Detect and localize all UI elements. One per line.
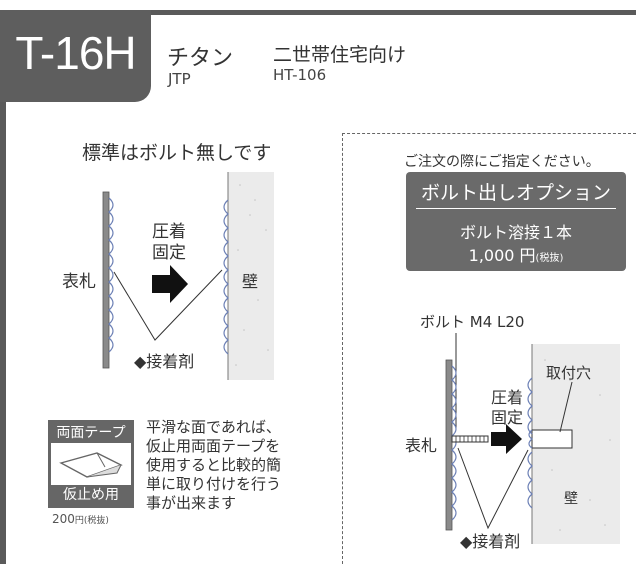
wall-adhesive-lower	[527, 451, 533, 509]
tape-price-unit: 円(税抜)	[74, 516, 109, 526]
option-price-note: (税抜)	[535, 253, 564, 264]
material-code: JTP	[168, 70, 191, 88]
option-divider	[416, 208, 616, 209]
press-label-right-2: 固定	[491, 408, 524, 427]
standard-heading: 標準はボルト無しです	[82, 142, 272, 164]
tape-price: 200円(税抜)	[52, 512, 109, 526]
product-code-badge: T-16H	[0, 10, 151, 102]
press-arrow-icon	[152, 265, 188, 303]
press-label-1: 圧着	[152, 222, 186, 242]
tape-price-value: 200	[52, 512, 75, 526]
usage-name: 二世帯住宅向け	[273, 44, 407, 66]
left-border	[0, 10, 6, 564]
bolt-option-panel: ボルト出しオプション ボルト溶接１本 1,000 円(税抜)	[406, 172, 626, 271]
product-code: T-16H	[15, 27, 136, 79]
wall-texture	[544, 359, 611, 531]
order-note: ご注文の際にご指定ください。	[404, 154, 600, 170]
tape-description: 平滑な面であれば、 仮止用両面テープを 使用すると比較的簡 単に取り付けを行う …	[146, 418, 281, 513]
bolt-shape	[451, 435, 489, 443]
top-border	[0, 10, 636, 15]
tape-desc-line: 使用すると比較的簡	[146, 456, 282, 474]
option-price-value: 1,000 円	[468, 246, 536, 265]
tape-product-box: 両面テープ 仮止め用	[48, 420, 134, 508]
press-label-right-1: 圧着	[491, 388, 524, 407]
tape-icon	[59, 452, 123, 478]
tape-desc-line: 仮止用両面テープを	[146, 437, 281, 455]
bolt-label: ボルト M4 L20	[420, 313, 525, 331]
wall-adhesive-upper	[527, 377, 533, 435]
option-divider-left	[342, 133, 343, 564]
adhesive-leader	[457, 447, 529, 530]
material-name: チタン	[167, 46, 234, 71]
tape-desc-line: 平滑な面であれば、	[146, 418, 281, 436]
plate-label-right: 表札	[405, 436, 438, 455]
tape-desc-line: 単に取り付けを行う	[146, 475, 282, 493]
plate-shape	[445, 359, 453, 531]
hole-adhesive	[528, 429, 534, 449]
option-item: ボルト溶接１本	[459, 223, 572, 242]
hole-label: 取付穴	[546, 364, 592, 382]
usage-code: HT-106	[273, 66, 327, 84]
press-label-2: 固定	[152, 243, 186, 263]
plate-shape	[102, 191, 110, 369]
mounting-hole	[531, 429, 573, 449]
option-title: ボルト出しオプション	[420, 182, 611, 204]
press-arrow-icon	[491, 424, 522, 454]
plate-adhesive	[108, 197, 114, 353]
adhesive-label: ◆接着剤	[134, 352, 195, 371]
plate-adhesive	[451, 365, 457, 521]
wall-label-right: 壁	[564, 491, 578, 507]
option-divider-top	[342, 133, 636, 134]
tape-top-label: 両面テープ	[51, 423, 131, 443]
adhesive-label-right: ◆接着剤	[460, 532, 521, 551]
hole-leader	[559, 381, 573, 433]
wall-label: 壁	[242, 272, 259, 291]
bolt-thread	[455, 436, 485, 442]
wall-shape	[228, 172, 274, 380]
option-price: 1,000 円(税抜)	[406, 242, 626, 266]
plate-label: 表札	[62, 272, 96, 292]
wall-texture	[235, 184, 269, 366]
tape-bottom-label: 仮止め用	[51, 485, 131, 505]
adhesive-leader	[113, 269, 223, 341]
wall-adhesive	[223, 199, 229, 355]
tape-desc-line: 事が出来ます	[146, 494, 237, 512]
